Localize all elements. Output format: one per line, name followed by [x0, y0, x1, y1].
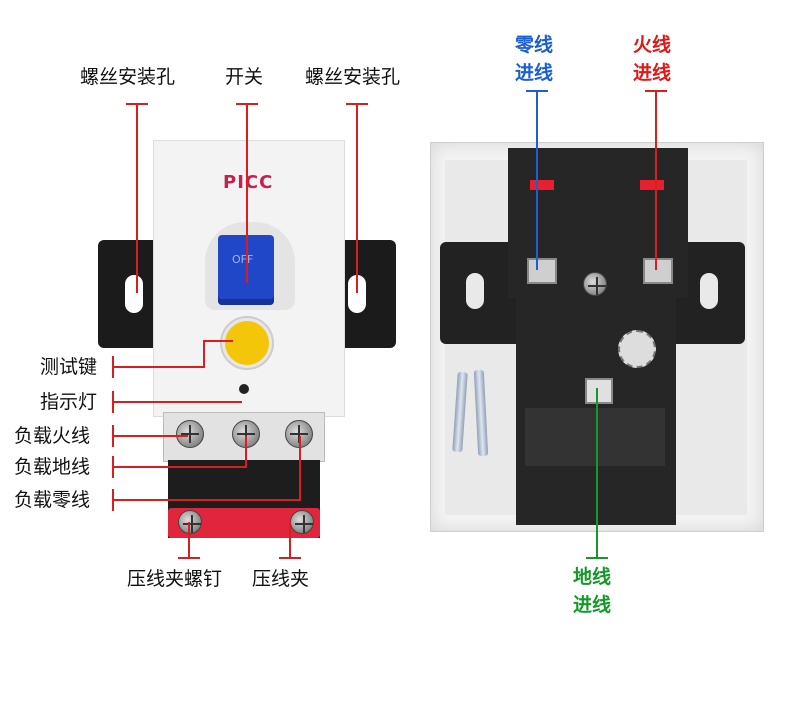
leader-cap-clamp [279, 557, 301, 559]
leader-load-neutral-v [299, 436, 301, 501]
label-ground-in-1: 地线 [573, 566, 612, 588]
leader-neutral [536, 90, 538, 270]
leader-clamp-screw [188, 522, 190, 558]
leader-switch [246, 103, 248, 283]
label-neutral-in-2: 进线 [515, 62, 554, 84]
label-indicator: 指示灯 [40, 391, 98, 413]
ground-in-terminal[interactable] [585, 378, 613, 404]
live-tab [640, 180, 664, 190]
label-sticker [525, 408, 665, 466]
leader-ground [596, 388, 598, 558]
brand-logo: PICC [223, 172, 274, 193]
label-clamp-screw: 压线夹螺钉 [127, 568, 223, 590]
load-live-screw[interactable] [176, 420, 204, 448]
mount-hole-right-slot [348, 275, 366, 313]
leader-indicator [112, 401, 242, 403]
leader-load-ground-v [245, 436, 247, 468]
label-load-live: 负载火线 [14, 425, 91, 447]
label-live-in-2: 进线 [633, 62, 672, 84]
label-mount-hole-right: 螺丝安装孔 [305, 66, 401, 88]
leader-live [655, 90, 657, 270]
leader-test-v [203, 340, 205, 368]
clamp-screw-left[interactable] [178, 510, 202, 534]
label-load-neutral: 负载零线 [14, 489, 91, 511]
label-mount-hole-left: 螺丝安装孔 [80, 66, 176, 88]
label-neutral-in-1: 零线 [515, 34, 554, 56]
live-in-terminal[interactable] [643, 258, 673, 284]
label-ground-in-2: 进线 [573, 594, 612, 616]
label-live-in-1: 火线 [633, 34, 672, 56]
label-switch: 开关 [225, 66, 264, 88]
leader-clamp [289, 522, 291, 558]
dial [618, 330, 656, 368]
switch-text: OFF [232, 253, 254, 266]
leader-mount-right [356, 103, 358, 293]
center-screw [583, 272, 607, 296]
leader-test-h [112, 366, 204, 368]
indicator-light [239, 384, 249, 394]
leader-load-live [112, 435, 188, 437]
neutral-tab [530, 180, 554, 190]
leader-test-h2 [203, 340, 233, 342]
leader-cap-clamp-screw [178, 557, 200, 559]
neutral-in-terminal[interactable] [527, 258, 557, 284]
mount-hole-left-slot [125, 275, 143, 313]
label-load-ground: 负载地线 [14, 456, 91, 478]
leader-load-neutral-h [112, 499, 300, 501]
label-test-button: 测试键 [40, 356, 98, 378]
back-mount-hole-right [700, 273, 718, 309]
back-mount-hole-left [466, 273, 484, 309]
leader-mount-left [136, 103, 138, 293]
leader-cap-ground [586, 557, 608, 559]
leader-load-ground-h [112, 466, 246, 468]
label-clamp: 压线夹 [252, 568, 310, 590]
clamp-screw-right[interactable] [290, 510, 314, 534]
test-button[interactable] [222, 318, 272, 368]
